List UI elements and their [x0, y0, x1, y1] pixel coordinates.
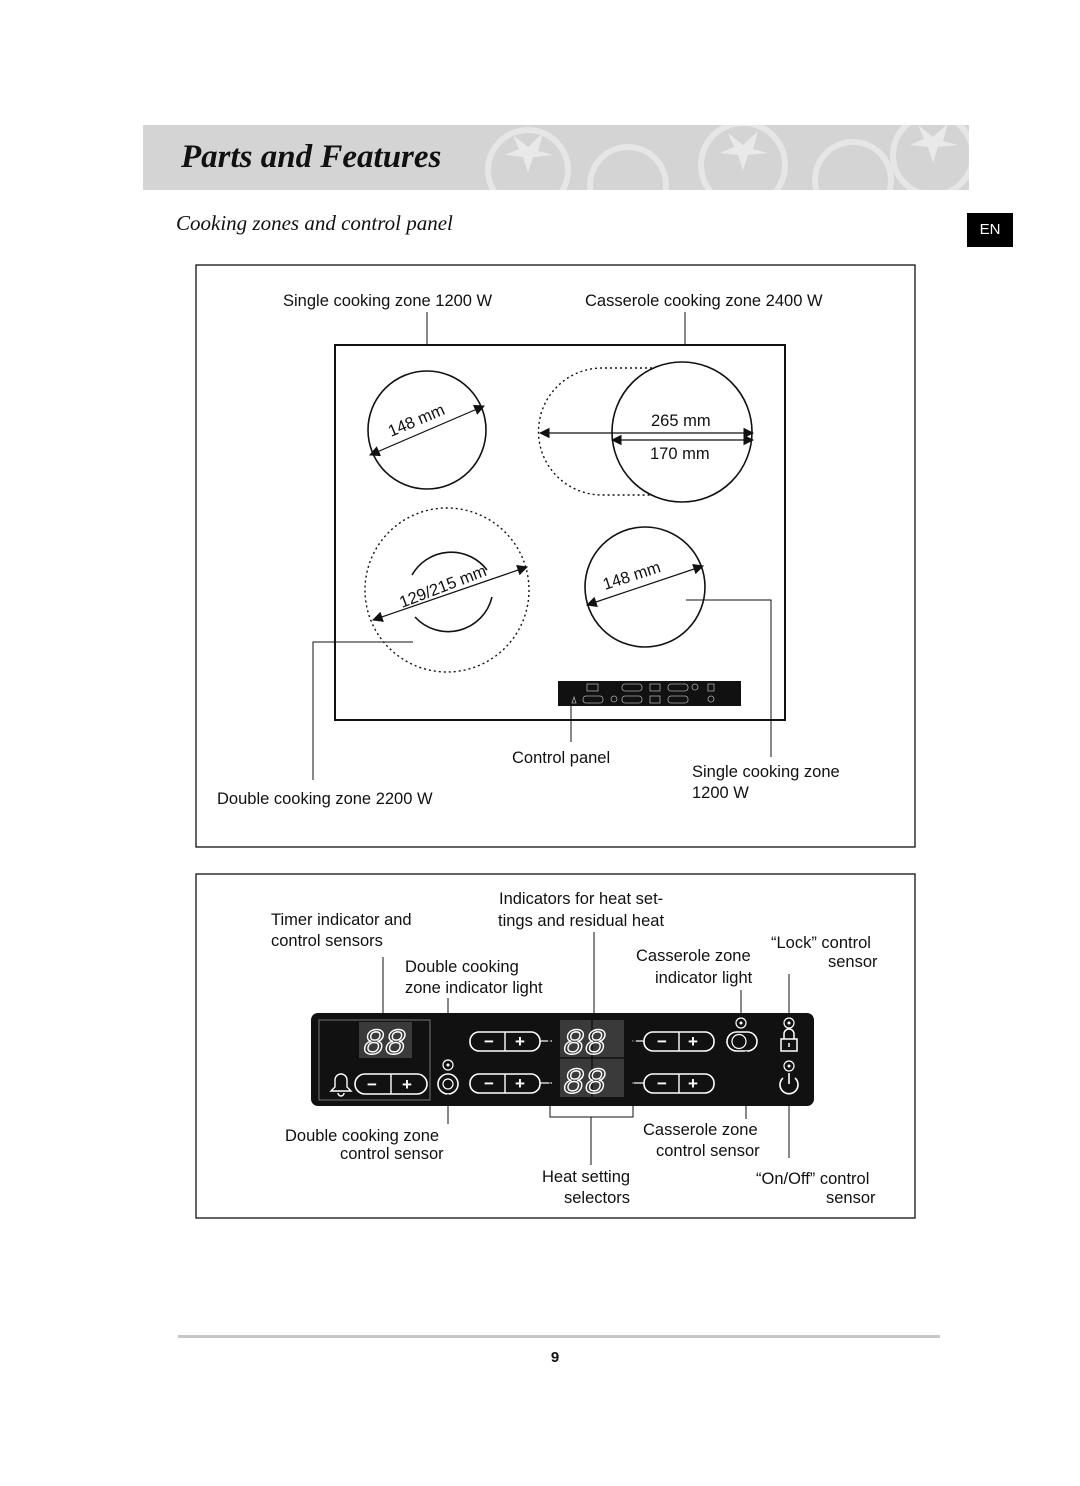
lock-icon[interactable]: [780, 1028, 798, 1052]
label-timer-2: control sensors: [271, 932, 383, 950]
heat-selector-right-top-plus[interactable]: +: [688, 1032, 698, 1051]
dim-arrow-double: [371, 565, 529, 622]
timer-stepper[interactable]: − +: [354, 1073, 428, 1095]
heat-selector-right-top-minus[interactable]: −: [657, 1032, 667, 1051]
single-zone-top-left: [367, 370, 487, 490]
panel-diagram-frame: [195, 873, 916, 1219]
label-casserole-light-2: indicator light: [655, 969, 753, 987]
leader-double-zone: [312, 641, 413, 780]
heat-selector-right-bottom[interactable]: − +: [643, 1073, 715, 1094]
label-single-zone-bottom-2: 1200 W: [692, 784, 749, 802]
dim-casserole-outer: 265 mm: [651, 412, 711, 430]
page-number: 9: [550, 1349, 560, 1366]
leader-heat-sel-bracket: [549, 1114, 634, 1118]
onoff-indicator-light: [783, 1060, 795, 1072]
double-zone-indicator-light: [442, 1059, 454, 1071]
timer-display-frame: [318, 1019, 431, 1101]
hob-diagram-frame: [195, 264, 916, 848]
dim-arrow-bottom-right: [585, 563, 705, 608]
timer-display: [359, 1022, 412, 1058]
heat-selector-right-bottom-plus[interactable]: +: [688, 1074, 698, 1093]
heat-display-top-digits: 88: [563, 1024, 606, 1065]
label-lock-2: sensor: [828, 953, 878, 971]
section-subtitle: Cooking zones and control panel: [176, 211, 453, 235]
leader-heat-sel-left: [548, 1040, 551, 1114]
heat-selector-right-bottom-minus[interactable]: −: [657, 1074, 667, 1093]
label-heat-ind-2: tings and residual heat: [498, 912, 664, 930]
heat-display-bottom-digits: 88: [563, 1063, 606, 1104]
label-heat-sel-2: selectors: [564, 1189, 630, 1207]
heat-selector-left-top-minus[interactable]: −: [484, 1032, 494, 1051]
page-title: Parts and Features: [181, 139, 442, 175]
timer-minus[interactable]: −: [367, 1075, 377, 1094]
heat-selector-left-bottom-minus[interactable]: −: [484, 1074, 494, 1093]
label-onoff-1: “On/Off” control: [756, 1170, 869, 1188]
casserole-zone-inner: [611, 361, 753, 503]
casserole-zone-indicator-light: [735, 1017, 747, 1029]
label-double-light-1: Double cooking: [405, 958, 519, 976]
heat-selector-left-top-plus[interactable]: +: [515, 1032, 525, 1051]
label-lock-1: “Lock” control: [771, 934, 871, 952]
label-heat-ind-1: Indicators for heat set-: [499, 890, 663, 908]
label-casserole-sensor-2: control sensor: [656, 1142, 760, 1160]
label-double-light-2: zone indicator light: [405, 979, 543, 997]
language-tag: EN: [967, 213, 1013, 247]
leader-heat-sel-right: [632, 1040, 636, 1114]
heat-selector-left-bottom-plus[interactable]: +: [515, 1074, 525, 1093]
label-timer-1: Timer indicator and: [271, 911, 412, 929]
label-heat-sel-1: Heat setting: [542, 1168, 630, 1186]
lock-indicator-light: [783, 1017, 795, 1029]
label-control-panel: Control panel: [512, 749, 610, 767]
label-casserole-zone: Casserole cooking zone 2400 W: [585, 292, 823, 310]
footer-rule: [178, 1335, 940, 1338]
label-casserole-light-1: Casserole zone: [636, 947, 751, 965]
label-onoff-2: sensor: [826, 1189, 876, 1207]
mini-control-panel: [558, 681, 741, 706]
section-banner: Parts and Features: [143, 125, 969, 190]
single-zone-bottom-right: [584, 526, 706, 648]
leader-single-zone-bottom: [686, 599, 772, 757]
casserole-zone-control-sensor[interactable]: [726, 1031, 758, 1052]
power-icon[interactable]: [779, 1073, 799, 1095]
timer-plus[interactable]: +: [402, 1075, 412, 1094]
heat-selector-right-top[interactable]: − +: [643, 1031, 715, 1052]
double-zone-outer: [364, 507, 530, 673]
label-double-zone: Double cooking zone 2200 W: [217, 790, 433, 808]
bell-icon: [329, 1073, 353, 1097]
label-single-zone-bottom-1: Single cooking zone: [692, 763, 840, 781]
dim-arrow-top-left: [369, 404, 485, 457]
label-double-sensor-1: Double cooking zone: [285, 1127, 439, 1145]
dim-casserole-inner: 170 mm: [650, 445, 710, 463]
timer-display-digits: 88: [363, 1024, 406, 1065]
tomato-decoration-icon: [485, 125, 969, 190]
label-single-zone-top: Single cooking zone 1200 W: [283, 292, 493, 310]
label-double-sensor-2: control sensor: [340, 1145, 444, 1163]
label-casserole-sensor-1: Casserole zone: [643, 1121, 758, 1139]
